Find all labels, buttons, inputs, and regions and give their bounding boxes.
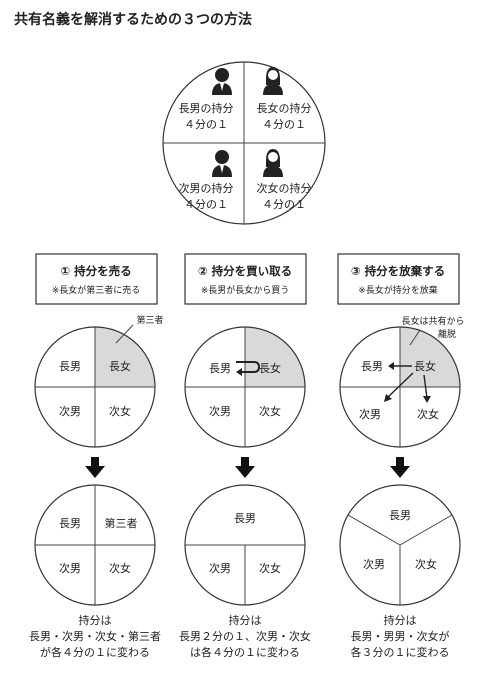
- m3-result-line1: 持分は: [384, 613, 417, 627]
- m3-result-line3: 各３分の１に変わる: [351, 645, 450, 659]
- m3a-bl: 次男: [363, 557, 385, 571]
- m3a-br: 次女: [415, 557, 437, 571]
- m1a-tr: 第三者: [105, 516, 138, 530]
- method-1-result: 持分は 長男・次男・次女・第三者 が各４分の１に変わる: [29, 613, 161, 659]
- m3b-bl: 次男: [359, 407, 381, 421]
- m2-result-line3: は各４分の１に変わる: [190, 645, 300, 659]
- method-3-box: ③ 持分を放棄する ※長女が持分を放棄: [337, 253, 460, 305]
- male-person-icon: [212, 68, 232, 95]
- m1-result-line3: が各４分の１に変わる: [40, 645, 150, 659]
- female-person-icon: [263, 149, 283, 177]
- top-q1-line1: 長男の持分: [179, 101, 234, 115]
- m2b-tr: 長女: [259, 361, 281, 375]
- top-q2-line2: ４分の１: [262, 118, 306, 131]
- m1b-tr: 長女: [109, 359, 131, 373]
- m2a-br: 次女: [259, 561, 281, 575]
- m3b-tr: 長女: [414, 359, 436, 373]
- m2-result-line1: 持分は: [229, 613, 262, 627]
- method-2-after-circle: 長男 次男 次女: [184, 484, 306, 606]
- method-2-subtitle: ※長男が長女から買う: [201, 284, 290, 296]
- m2a-bl: 次男: [209, 561, 231, 575]
- method-1-title: ① 持分を売る: [60, 264, 131, 278]
- top-q3-line2: ４分の１: [184, 198, 228, 211]
- m1a-br: 次女: [109, 561, 131, 575]
- method-3-subtitle: ※長女が持分を放棄: [358, 284, 438, 296]
- top-q3-line1: 次男の持分: [179, 181, 234, 195]
- method-3-title: ③ 持分を放棄する: [351, 264, 445, 278]
- method-1-box: ① 持分を売る ※長女が第三者に売る: [35, 253, 158, 305]
- down-arrow-icon: [235, 457, 255, 478]
- method-3-note-line2: 離脱: [438, 328, 456, 340]
- top-q4-line1: 次女の持分: [257, 181, 312, 195]
- m1a-tl: 長男: [59, 517, 81, 530]
- method-1-after-circle: 長男 第三者 次男 次女: [34, 484, 156, 606]
- method-2-box: ② 持分を買い取る ※長男が長女から買う: [184, 253, 307, 305]
- method-3-after-circle: 長男 次男 次女: [339, 484, 461, 606]
- method-2-result: 持分は 長男２分の１、次男・次女 は各４分の１に変わる: [179, 613, 311, 659]
- method-1-subtitle: ※長女が第三者に売る: [52, 284, 141, 296]
- m1-result-line1: 持分は: [79, 613, 112, 627]
- method-2-before-circle: 長男 長女 次男 次女: [184, 326, 306, 448]
- m3b-br: 次女: [417, 407, 439, 421]
- method-3-result: 持分は 長男・男男・次女が 各３分の１に変わる: [351, 613, 450, 659]
- down-arrow-icon: [85, 457, 105, 478]
- m2a-top: 長男: [234, 512, 256, 525]
- method-3-note-line1: 長女は共有から: [401, 315, 464, 327]
- down-arrow-icon: [390, 457, 410, 478]
- m1b-br: 次女: [109, 404, 131, 418]
- m2b-tl: 長男: [209, 362, 231, 375]
- method-2-title: ② 持分を買い取る: [198, 264, 292, 278]
- method-3-before-circle: 長女は共有から 離脱 長男 長女 次男 次女: [339, 315, 465, 448]
- m3-result-line2: 長男・男男・次女が: [351, 629, 450, 643]
- female-person-icon: [263, 67, 283, 95]
- m2-result-line2: 長男２分の１、次男・次女: [179, 629, 311, 643]
- m1-result-line2: 長男・次男・次女・第三者: [29, 629, 161, 643]
- top-q2-line1: 長女の持分: [257, 101, 312, 115]
- m1b-bl: 次男: [59, 404, 81, 418]
- method-1-before-circle: 第三者 長男 長女 次男 次女: [34, 314, 164, 448]
- top-q4-line2: ４分の１: [262, 198, 306, 211]
- m2b-br: 次女: [259, 404, 281, 418]
- top-ownership-circle: 長男の持分 ４分の１ 長女の持分 ４分の１ 次男の持分 ４分の１ 次女の持分 ４…: [162, 61, 326, 225]
- m3b-tl: 長男: [361, 360, 383, 373]
- m2b-bl: 次男: [209, 404, 231, 418]
- top-q1-line2: ４分の１: [184, 118, 228, 131]
- m1b-tl: 長男: [59, 360, 81, 373]
- method-1-third-party-note: 第三者: [136, 314, 163, 326]
- m1a-bl: 次男: [59, 561, 81, 575]
- male-person-icon: [212, 150, 232, 177]
- m3a-top: 長男: [389, 509, 411, 522]
- page-title: 共有名義を解消するための３つの方法: [14, 11, 252, 28]
